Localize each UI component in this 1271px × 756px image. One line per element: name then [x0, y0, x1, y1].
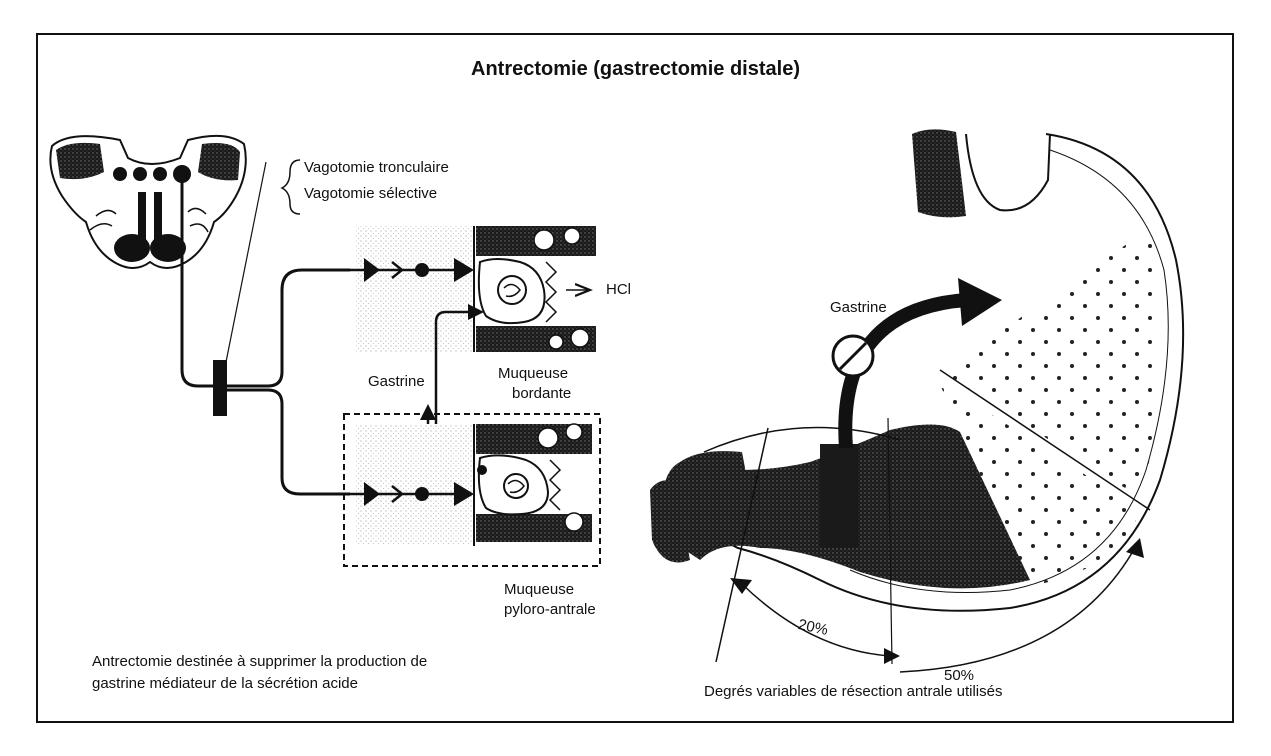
spinal-cord-section — [50, 136, 245, 268]
label-muqueuse-pyloro-2: pyloro-antrale — [504, 600, 596, 619]
label-gastrine-left: Gastrine — [368, 372, 425, 391]
label-hcl: HCl — [606, 280, 631, 299]
caption-left-line2: gastrine médiateur de la sécrétion acide — [92, 674, 358, 694]
label-muqueuse-pyloro-1: Muqueuse — [504, 580, 574, 599]
stomach-drawing — [650, 129, 1183, 672]
mucosa-bordante-panel — [302, 226, 596, 352]
vagotomy-brace — [282, 160, 300, 214]
caption-left-line1: Antrectomie destinée à supprimer la prod… — [92, 652, 427, 672]
label-muqueuse-bordante-2: bordante — [512, 384, 571, 403]
mucosa-pyloro-panel — [300, 414, 600, 566]
label-muqueuse-bordante-1: Muqueuse — [498, 364, 568, 383]
label-gastrine-right: Gastrine — [830, 298, 887, 317]
gastrine-secretion-arrowhead — [420, 404, 436, 420]
label-vagotomy-truncal: Vagotomie tronculaire — [304, 158, 449, 177]
caption-right: Degrés variables de résection antrale ut… — [704, 682, 1002, 702]
label-vagotomy-selective: Vagotomie sélective — [304, 184, 437, 203]
